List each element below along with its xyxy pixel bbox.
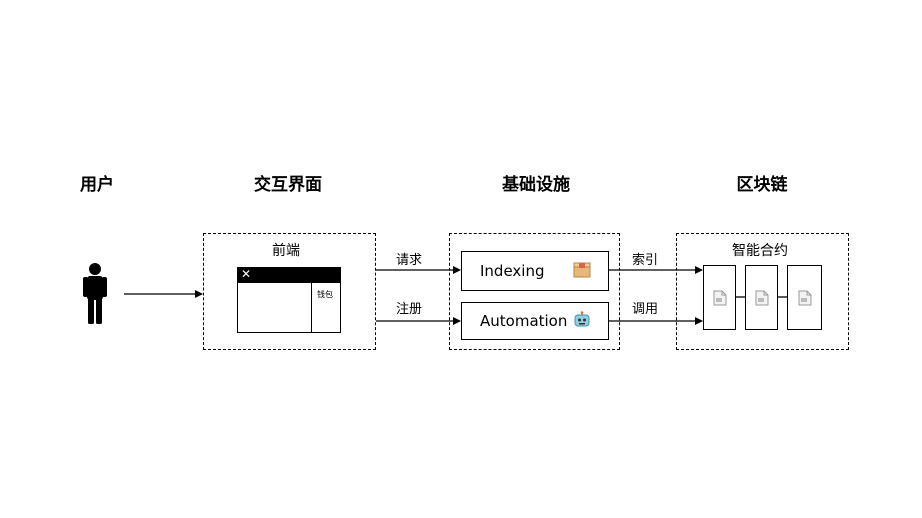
column-header-infrastructure: 基础设施	[502, 175, 570, 195]
wallet-panel[interactable]: 钱包	[311, 283, 340, 332]
contract-block[interactable]	[703, 265, 736, 330]
frontend-window: ✕ 钱包	[237, 267, 341, 333]
column-header-blockchain: 区块链	[736, 175, 788, 195]
wallet-label: 钱包	[317, 290, 333, 299]
infrastructure-group	[449, 233, 620, 350]
box-icon	[573, 262, 591, 278]
indexing-box[interactable]: Indexing	[461, 251, 609, 291]
edge-label-invoke: 调用	[632, 302, 659, 317]
edge-label-register: 注册	[396, 302, 423, 317]
blockchain-group	[676, 233, 849, 350]
document-icon	[798, 290, 812, 306]
frontend-title: 前端	[272, 243, 300, 259]
column-header-user: 用户	[80, 175, 114, 195]
edge-label-index: 索引	[632, 253, 659, 268]
interface-group	[203, 233, 376, 350]
smart-contracts-title: 智能合约	[732, 243, 788, 259]
user-person-icon	[83, 263, 107, 324]
automation-box[interactable]: Automation	[461, 302, 609, 340]
edge-label-request: 请求	[396, 253, 423, 268]
contract-block[interactable]	[745, 265, 778, 330]
indexing-label: Indexing	[480, 262, 545, 280]
column-header-interface: 交互界面	[254, 175, 322, 195]
document-icon	[755, 290, 769, 306]
window-titlebar: ✕	[238, 267, 340, 283]
close-icon[interactable]: ✕	[241, 267, 252, 281]
automation-label: Automation	[480, 312, 568, 330]
contract-block[interactable]	[787, 265, 822, 330]
document-icon	[713, 290, 727, 306]
robot-icon	[574, 311, 590, 327]
